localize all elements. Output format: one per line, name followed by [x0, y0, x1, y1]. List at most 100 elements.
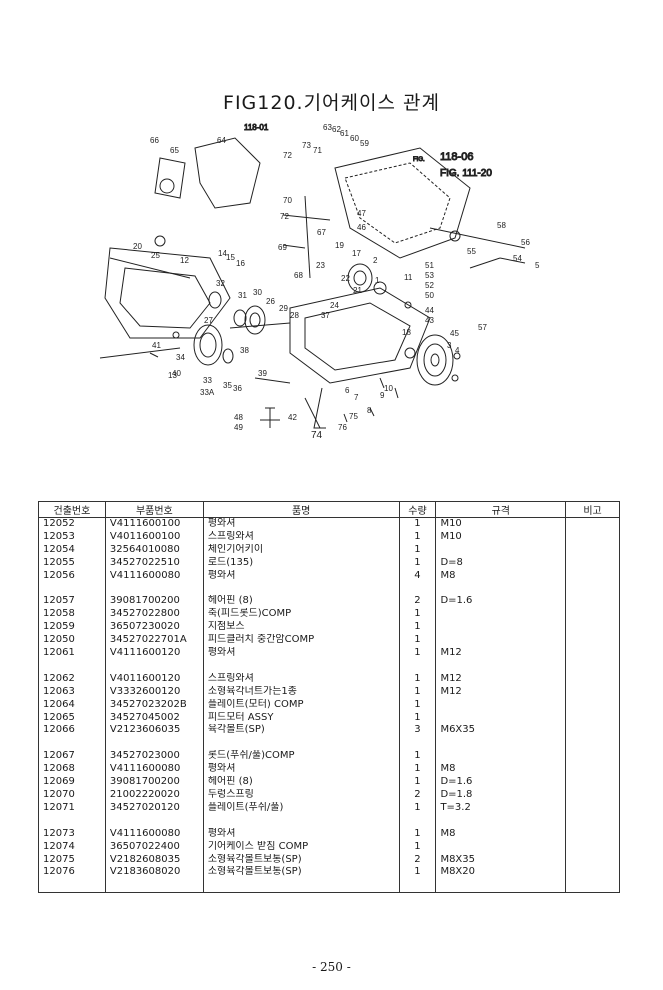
- ref-label: FIG.: [413, 157, 425, 163]
- callout: 31: [238, 291, 247, 300]
- callout: 17: [352, 249, 361, 258]
- table-cell: [38, 659, 106, 673]
- table-cell: M8X35: [435, 853, 567, 867]
- table-cell: [435, 737, 567, 751]
- callout: 57: [478, 323, 487, 332]
- table-cell: 12063: [38, 685, 106, 699]
- table-row: [38, 659, 620, 673]
- table-cell: 1: [398, 647, 437, 660]
- callout: 46: [357, 223, 366, 232]
- table-cell: 12066: [38, 724, 106, 738]
- table-cell: 스프링와셔: [202, 672, 400, 686]
- table-cell: 21002220020: [104, 788, 204, 802]
- callout: 18: [402, 328, 411, 337]
- table-cell: 34527023202B: [104, 698, 204, 712]
- table-cell: [202, 814, 400, 828]
- table-cell: V4111600080: [104, 569, 204, 583]
- table-cell: V2183608020: [104, 866, 204, 880]
- table-cell: M10: [435, 517, 567, 531]
- table-cell: [565, 711, 620, 725]
- callout: 35: [223, 381, 232, 390]
- callout: 58: [497, 221, 506, 230]
- page-number: - 250 -: [312, 960, 351, 974]
- table-cell: 헤어핀 (8): [202, 776, 400, 789]
- callout: 56: [521, 238, 530, 247]
- table-cell: 12076: [38, 866, 106, 880]
- table-cell: 두렁스프링: [202, 788, 400, 802]
- callout: 55: [467, 247, 476, 256]
- table-row: [38, 737, 620, 751]
- table-cell: 2: [398, 853, 437, 867]
- callout: 13: [168, 371, 177, 380]
- callout: 26: [266, 297, 275, 306]
- table-cell: [202, 879, 400, 894]
- callout: 38: [240, 346, 249, 355]
- table-cell: M12: [435, 672, 567, 686]
- table-cell: [565, 879, 620, 894]
- figure-title: FIG120.기어케이스 관계: [223, 92, 440, 114]
- callout: 8: [367, 406, 372, 415]
- col-header: 부품번호: [104, 501, 204, 518]
- table-cell: 1: [398, 634, 437, 648]
- table-cell: [104, 879, 204, 894]
- callout: 3: [447, 341, 452, 350]
- callout: 74: [311, 430, 323, 441]
- table-cell: 12055: [38, 556, 106, 570]
- table-cell: 지점보스: [202, 621, 400, 635]
- table-cell: [435, 634, 567, 648]
- table-cell: [104, 582, 204, 596]
- table-cell: V4011600100: [104, 530, 204, 544]
- table-cell: [565, 634, 620, 648]
- table-cell: [435, 711, 567, 725]
- table-cell: M6X35: [435, 724, 567, 738]
- callout: 22: [341, 274, 350, 283]
- table-cell: D=1.8: [435, 788, 567, 802]
- table-cell: 1: [398, 711, 437, 725]
- table-cell: 4: [398, 569, 437, 583]
- callout: 63: [323, 123, 332, 132]
- table-cell: 39081700200: [104, 595, 204, 609]
- table-cell: [565, 659, 620, 673]
- table-cell: 1: [398, 685, 437, 699]
- table-cell: 육각볼트(SP): [202, 724, 400, 738]
- table-cell: M8: [435, 827, 567, 841]
- table-cell: 12073: [38, 827, 106, 841]
- table-cell: 12069: [38, 776, 106, 789]
- callout: 25: [151, 251, 160, 260]
- table-cell: 1: [398, 517, 437, 531]
- table-cell: [435, 543, 567, 557]
- table-cell: M8X20: [435, 866, 567, 880]
- table-cell: 피드클러치 중간암COMP: [202, 634, 400, 648]
- table-cell: 34527020120: [104, 801, 204, 815]
- table-cell: [398, 737, 437, 751]
- table-cell: 1: [398, 866, 437, 880]
- callout: 73: [302, 141, 311, 150]
- table-cell: 2: [398, 788, 437, 802]
- table-cell: [565, 750, 620, 764]
- table-cell: M12: [435, 685, 567, 699]
- table-cell: 34527023000: [104, 750, 204, 764]
- table-cell: [565, 608, 620, 622]
- table-cell: [565, 814, 620, 828]
- callout: 70: [283, 196, 292, 205]
- callout: 62: [332, 125, 341, 134]
- table-cell: [565, 724, 620, 738]
- table-cell: 플레이트(모터) COMP: [202, 698, 400, 712]
- callout: 66: [150, 136, 159, 145]
- table-cell: [38, 814, 106, 828]
- ref-label: 118-01: [244, 123, 269, 132]
- table-cell: 로드(135): [202, 556, 400, 570]
- table-cell: [565, 569, 620, 583]
- table-cell: D=8: [435, 556, 567, 570]
- table-cell: [38, 582, 106, 596]
- callout: 72: [280, 212, 289, 221]
- table-cell: [565, 543, 620, 557]
